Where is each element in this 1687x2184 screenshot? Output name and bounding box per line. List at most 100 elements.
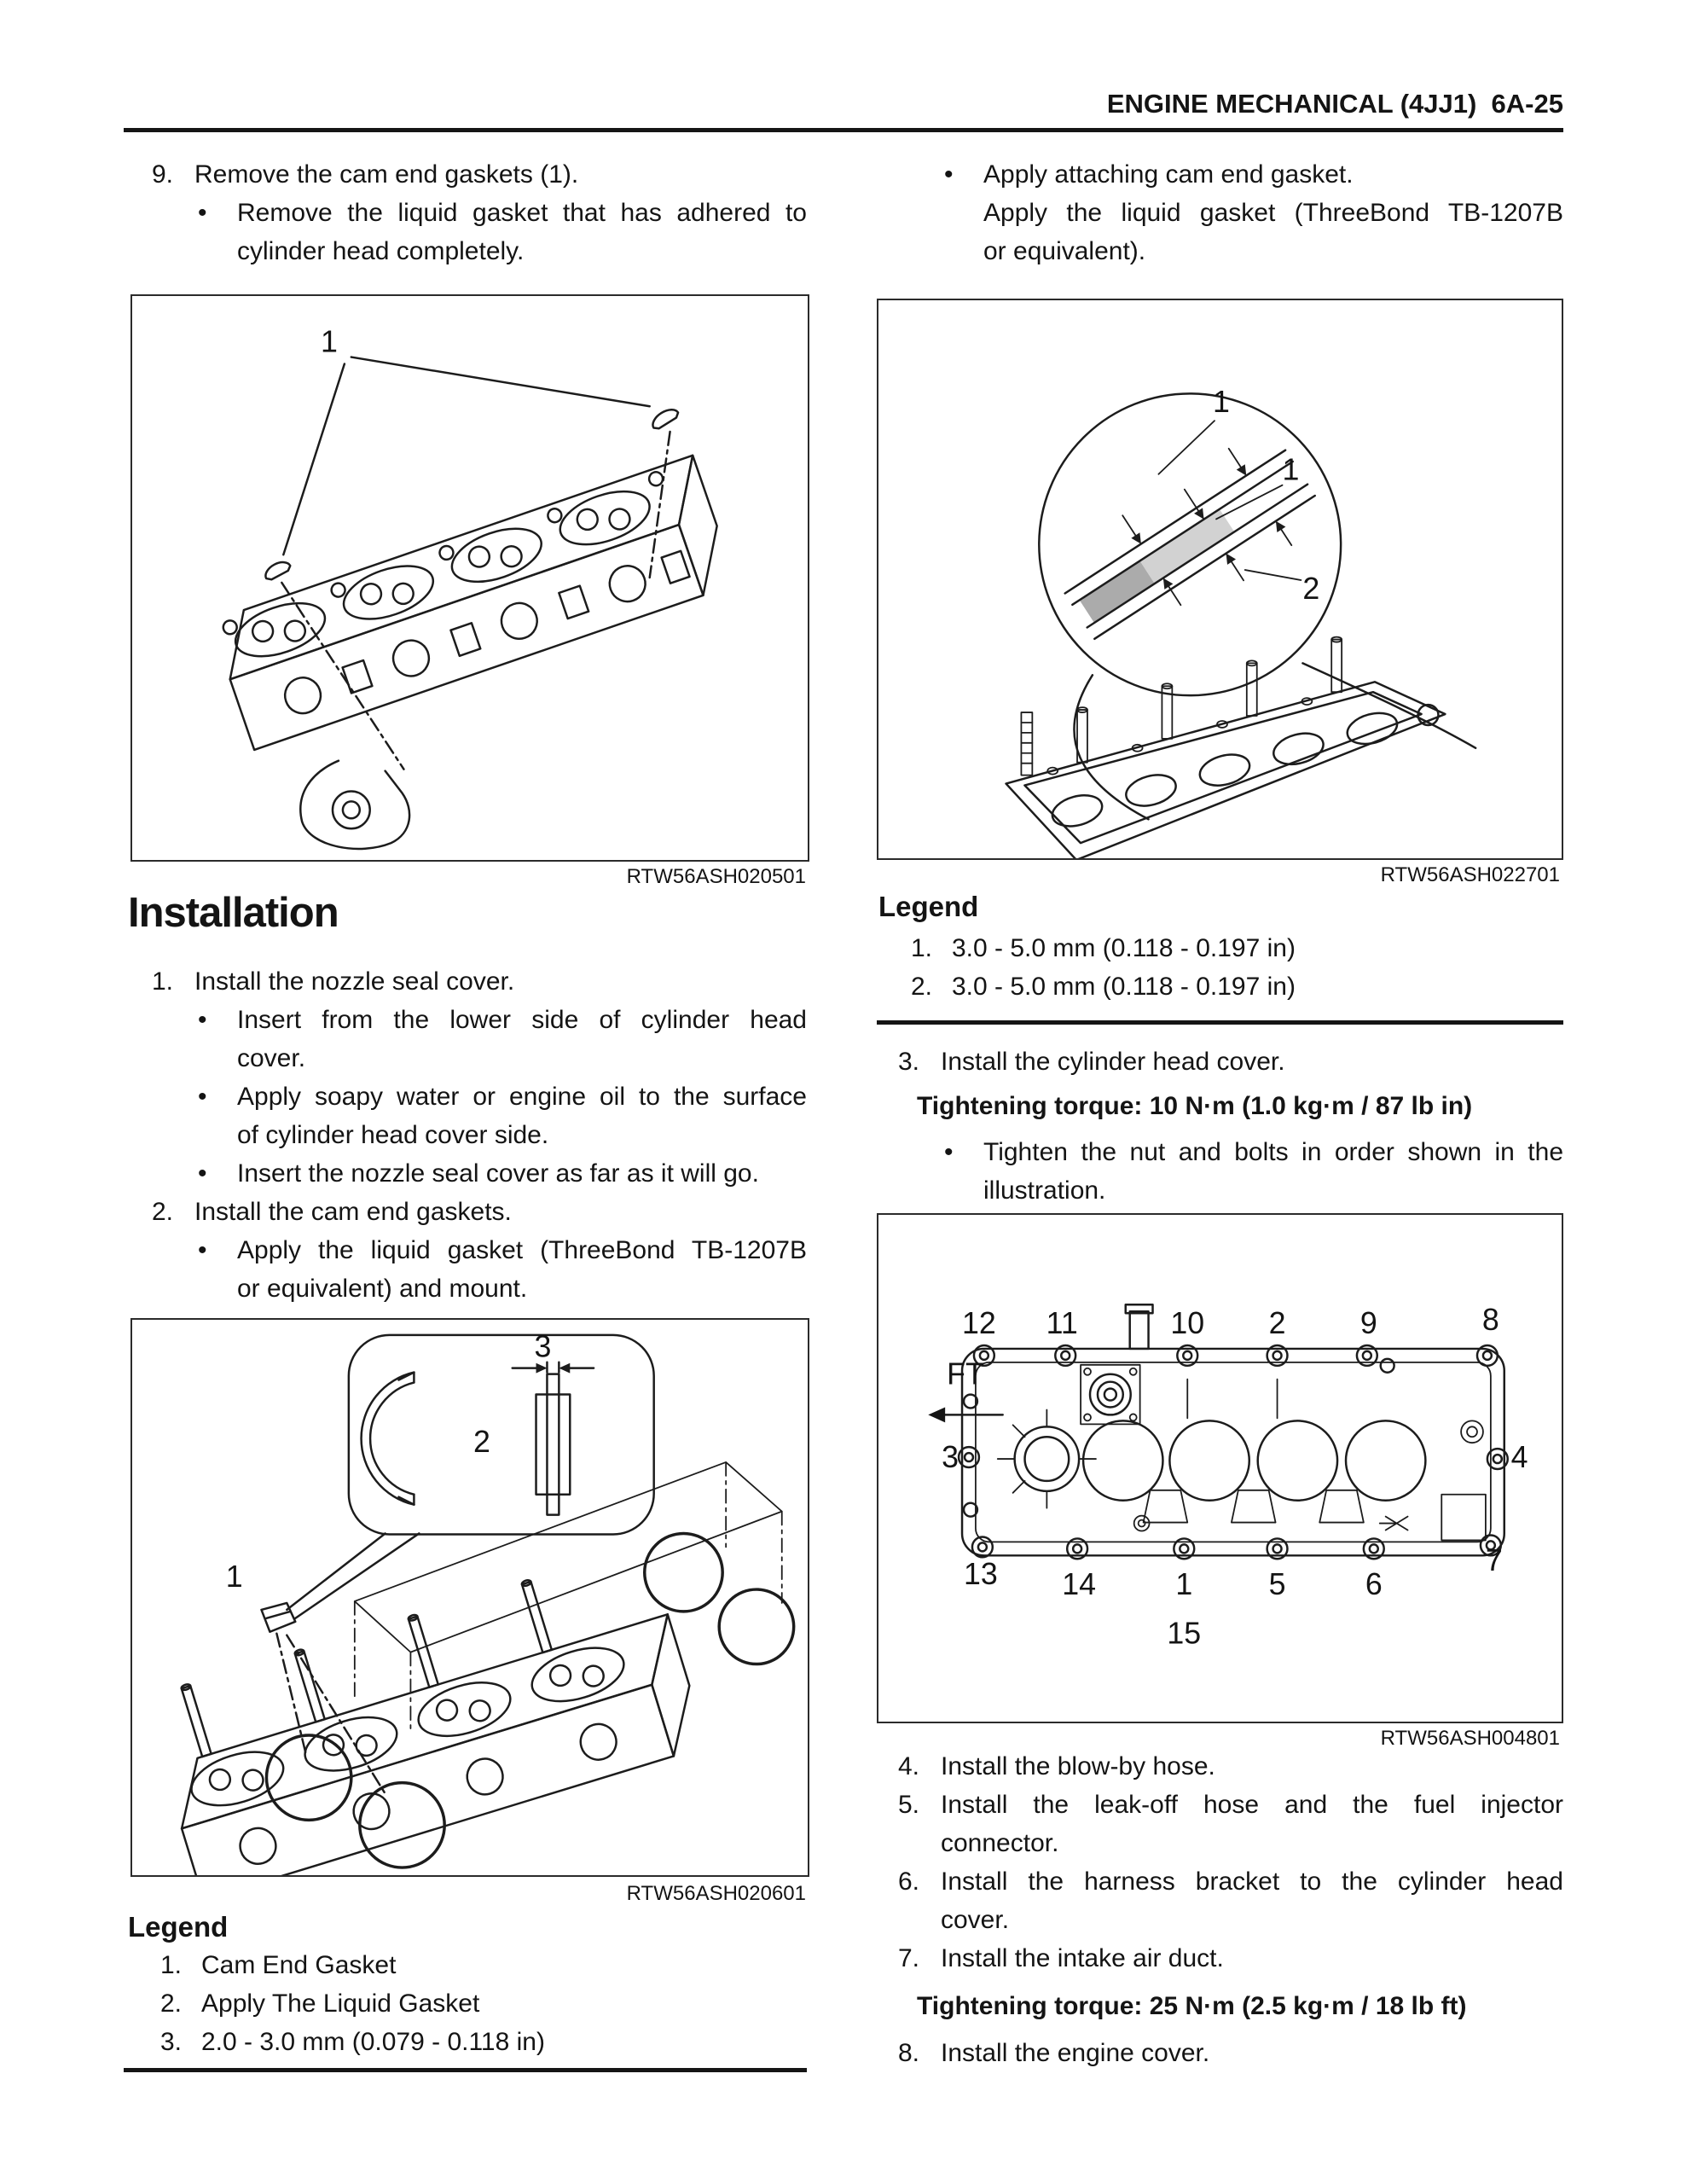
step-3-block: 3. Install the cylinder head cover. Tigh…: [898, 1043, 1563, 1210]
bullet-text: of cylinder head cover side.: [237, 1121, 549, 1149]
sequence-number: 14: [1062, 1567, 1096, 1601]
sequence-number: 8: [1482, 1303, 1499, 1337]
sequence-number: 7: [1486, 1543, 1503, 1577]
legend-item-text: 3.0 - 5.0 mm (0.118 - 0.197 in): [952, 934, 1296, 962]
legend-item-number: 3.: [160, 2028, 183, 2056]
front-arrow-icon: [928, 1407, 946, 1423]
step-text: Install the leak-off hose and the fuel i…: [941, 1791, 1563, 1819]
bullet-text: Apply the liquid gasket (ThreeBond TB-12…: [237, 1236, 807, 1264]
bullet-text: Apply the liquid gasket (ThreeBond TB-12…: [983, 199, 1563, 227]
bullet-text: Apply attaching cam end gasket.: [983, 160, 1354, 189]
bullet-icon: •: [198, 1159, 207, 1188]
step-text: Install the intake air duct.: [941, 1944, 1224, 1972]
gasket-bead-illustration: 1 1 2: [1005, 385, 1477, 858]
step-text: Install the harness bracket to the cylin…: [941, 1867, 1563, 1896]
step-9-block: 9. Remove the cam end gaskets (1). • Rem…: [152, 155, 807, 270]
bullet-text: cylinder head completely.: [237, 237, 525, 265]
gasket-mount-illustration: 1 2 3: [180, 1330, 796, 1875]
callout-number: 1: [1283, 453, 1300, 487]
bullet-text: illustration.: [983, 1176, 1106, 1205]
bullet-icon: •: [944, 160, 954, 189]
bullet-text: Remove the liquid gasket that has adhere…: [237, 199, 807, 227]
sequence-number: 4: [1511, 1440, 1528, 1474]
installation-steps-block: 1. Install the nozzle seal cover. • Inse…: [152, 962, 807, 1308]
legend-title: Legend: [878, 891, 979, 922]
section-rule: [877, 1020, 1563, 1025]
step-row: 3. Install the cylinder head cover.: [898, 1043, 1563, 1081]
tightening-sequence-illustration: FT 12 11 10 2 9 8 3 4 13 14 1 5 6 7 15: [928, 1303, 1528, 1651]
bullet-text: Apply soapy water or engine oil to the s…: [237, 1083, 807, 1111]
bullet-text: Tighten the nut and bolts in order shown…: [983, 1138, 1563, 1166]
bullet-icon: •: [198, 1236, 207, 1264]
bullet-spacer: [196, 1116, 237, 1154]
step-row: 8. Install the engine cover.: [898, 2034, 1563, 2072]
front-label: FT: [947, 1357, 984, 1391]
bullet-spacer: [942, 1171, 983, 1210]
step-text: Install the blow-by hose.: [941, 1752, 1215, 1780]
cylinder-head-removal-illustration: 1: [222, 325, 718, 851]
step-number: 5.: [898, 1791, 920, 1819]
sequence-number: 5: [1269, 1567, 1286, 1601]
bullet-row: cylinder head completely.: [152, 232, 807, 270]
step-row: 4. Install the blow-by hose.: [898, 1747, 1563, 1786]
sequence-number: 13: [964, 1557, 998, 1591]
sequence-number: 6: [1365, 1567, 1383, 1601]
bullet-icon: •: [198, 1083, 207, 1111]
sequence-number: 15: [1167, 1617, 1201, 1651]
callout-number: 3: [535, 1330, 552, 1364]
legend-left: Legend 1. Cam End Gasket 2. Apply The Li…: [128, 1908, 810, 2061]
header-rule: [124, 128, 1563, 132]
legend-item: 3. 2.0 - 3.0 mm (0.079 - 0.118 in): [128, 2023, 810, 2061]
figure-tightening-sequence: FT 12 11 10 2 9 8 3 4 13 14 1 5 6 7 15: [877, 1213, 1563, 1723]
callout-number: 1: [1213, 385, 1230, 419]
torque-note: Tightening torque: 25 N·m (2.5 kg·m / 18…: [917, 1992, 1467, 2020]
legend-item-text: Apply The Liquid Gasket: [201, 1989, 480, 2018]
step-number: 2.: [152, 1198, 174, 1226]
final-steps-block: 4. Install the blow-by hose. 5. Install …: [898, 1747, 1563, 2072]
legend-item-number: 1.: [911, 934, 933, 962]
step-row: 6. Install the harness bracket to the cy…: [898, 1862, 1563, 1901]
step-text: Remove the cam end gaskets (1).: [194, 160, 579, 189]
bullet-spacer: [196, 1269, 237, 1308]
legend-title: Legend: [128, 1911, 229, 1943]
bullet-spacer: [196, 232, 237, 270]
section-title-installation: Installation: [128, 890, 339, 936]
legend-item-number: 1.: [160, 1951, 183, 1979]
legend-item-number: 2.: [911, 973, 933, 1001]
bullet-spacer: [196, 1039, 237, 1077]
sequence-number: 11: [1046, 1306, 1078, 1340]
bullet-row: • Remove the liquid gasket that has adhe…: [152, 194, 807, 232]
section-rule: [124, 2068, 807, 2072]
legend-item: 1. Cam End Gasket: [128, 1946, 810, 1984]
step-text: Install the nozzle seal cover.: [194, 967, 515, 996]
figure-caption: RTW56ASH004801: [1380, 1727, 1560, 1750]
step-spacer: [898, 1824, 941, 1862]
intro-bullet-block: • Apply attaching cam end gasket. Apply …: [898, 155, 1563, 270]
step-text: connector.: [941, 1829, 1059, 1857]
page-header: ENGINE MECHANICAL (4JJ1) 6A-25: [1106, 89, 1563, 119]
legend-item-text: Cam End Gasket: [201, 1951, 397, 1979]
step-text: cover.: [941, 1906, 1010, 1934]
step-row: 9. Remove the cam end gaskets (1).: [152, 155, 807, 194]
legend-item: 2. Apply The Liquid Gasket: [128, 1984, 810, 2023]
callout-number: 2: [1302, 572, 1319, 606]
step-number: 8.: [898, 2039, 920, 2067]
step-spacer: [898, 1901, 941, 1939]
bullet-icon: •: [944, 1138, 954, 1166]
figure-caption: RTW56ASH020601: [626, 1882, 806, 1905]
step-row: 5. Install the leak-off hose and the fue…: [898, 1786, 1563, 1824]
legend-item: 2. 3.0 - 5.0 mm (0.118 - 0.197 in): [878, 967, 1561, 1006]
step-text: Install the cam end gaskets.: [194, 1198, 512, 1226]
sequence-number: 2: [1269, 1306, 1286, 1340]
step-number: 7.: [898, 1944, 920, 1972]
bullet-icon: •: [198, 1006, 207, 1034]
step-number: 1.: [152, 967, 174, 996]
sequence-number: 3: [942, 1440, 959, 1474]
step-row: 7. Install the intake air duct.: [898, 1939, 1563, 1978]
callout-number: 1: [321, 325, 338, 359]
sequence-number: 1: [1175, 1567, 1192, 1601]
legend-right: Legend 1. 3.0 - 5.0 mm (0.118 - 0.197 in…: [878, 887, 1561, 1006]
step-number: 9.: [152, 160, 174, 189]
sequence-number: 12: [962, 1306, 996, 1340]
bullet-spacer: [942, 232, 983, 270]
